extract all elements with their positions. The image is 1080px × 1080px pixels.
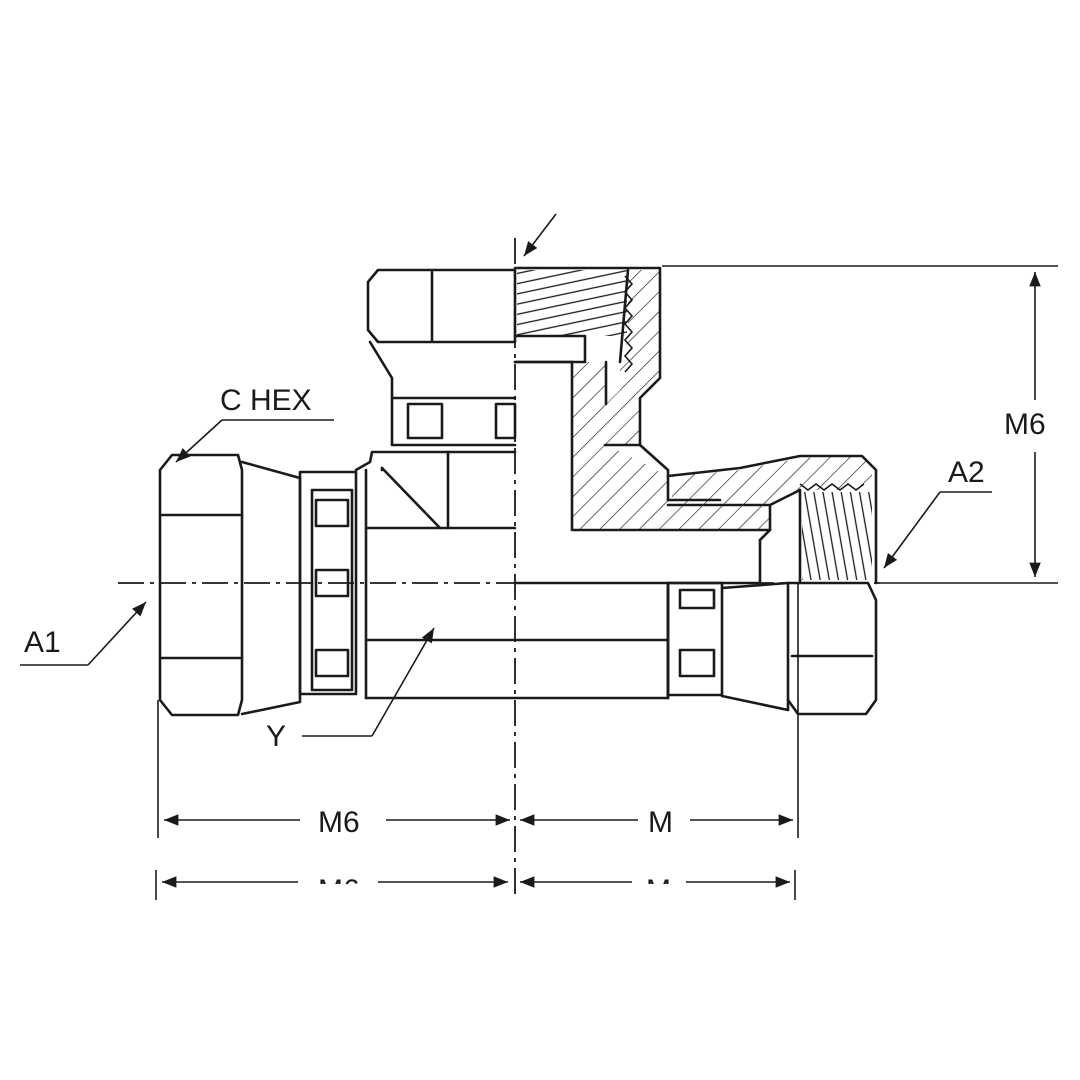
- sectioned-top-nut: [513, 266, 662, 447]
- y-label: Y: [266, 720, 286, 753]
- right-swivel-nut-lower: [666, 581, 878, 716]
- leader-a2: [883, 491, 992, 569]
- leader-a1: [20, 601, 147, 666]
- sectioned-right-nut: [666, 454, 878, 585]
- m-bottom-label: M: [648, 806, 673, 839]
- sectioned-body: [513, 360, 772, 585]
- m6-repeat-clip: M6: [318, 874, 360, 907]
- dimension-row-1: [157, 583, 799, 838]
- leader-c-hex: [175, 419, 334, 463]
- leader-y: [302, 627, 435, 737]
- top-swivel-nut: [366, 268, 517, 447]
- m-bottom-repeat-label: M: [646, 874, 671, 907]
- dimension-row-2: [155, 870, 796, 900]
- left-collar: [298, 470, 358, 696]
- m6-bottom-label: M6: [318, 806, 360, 839]
- m6-bottom-repeat-label: M6: [318, 874, 360, 907]
- leader-top: [523, 213, 557, 257]
- tee-body: [354, 450, 670, 700]
- left-swivel-nut: [158, 453, 302, 717]
- m-repeat-clip: M: [646, 874, 671, 907]
- center-lines: [118, 238, 880, 900]
- dimension-m6-vertical: [662, 265, 1058, 584]
- a1-label: A1: [24, 626, 61, 659]
- a2-label: A2: [948, 456, 985, 489]
- m6-vertical-label: M6: [1004, 408, 1046, 441]
- c-hex-label: C HEX: [220, 384, 312, 417]
